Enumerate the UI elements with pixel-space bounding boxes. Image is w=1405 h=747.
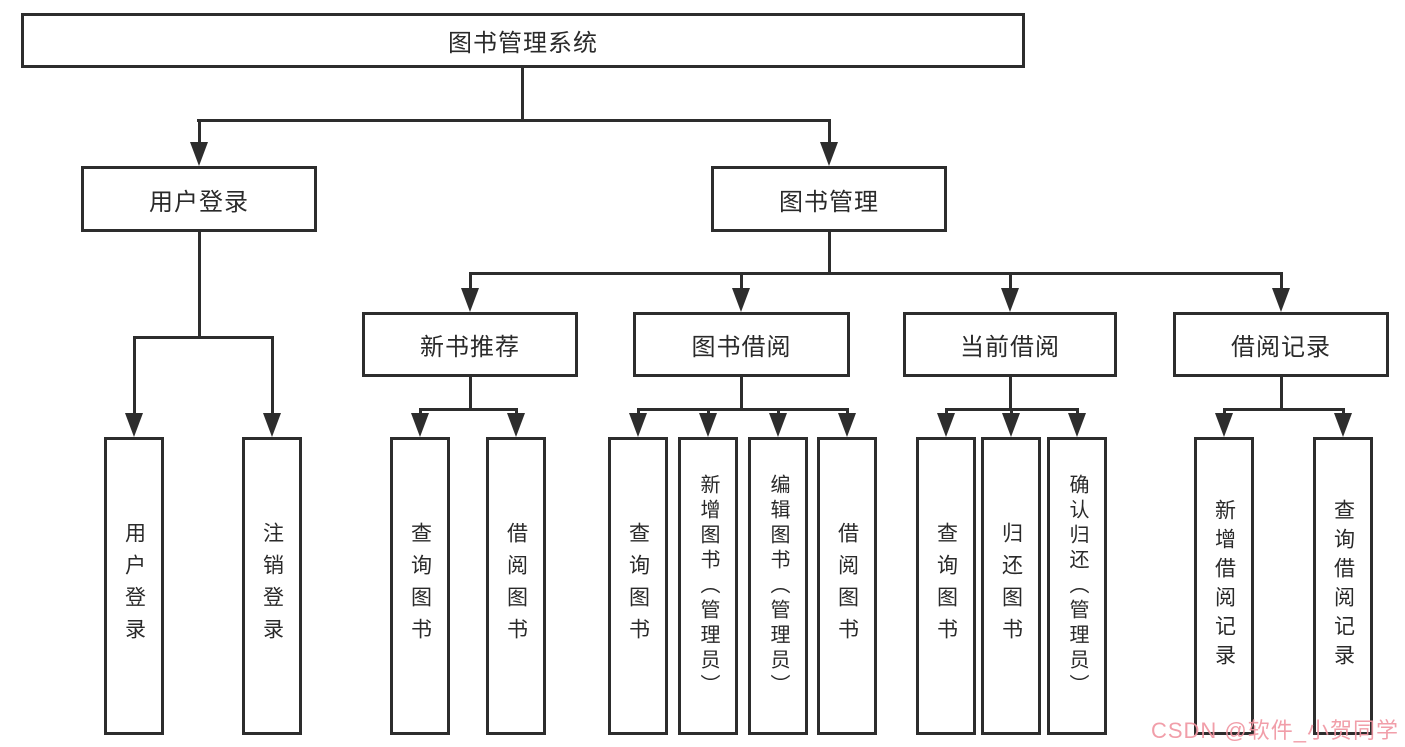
- connector-line: [1076, 408, 1079, 417]
- connector-line: [133, 336, 274, 339]
- arrowhead: [1215, 413, 1233, 437]
- connector-line: [828, 232, 831, 272]
- arrowhead: [838, 413, 856, 437]
- leaf-bb-edit-book-admin-label: 编辑图书（管理员）: [767, 473, 789, 699]
- leaf-nb-borrow-book-label: 借阅图书: [504, 522, 528, 650]
- arrowhead: [629, 413, 647, 437]
- arrowhead: [1334, 413, 1352, 437]
- connector-line: [469, 272, 472, 292]
- arrowhead: [769, 413, 787, 437]
- leaf-bb-add-book-admin-label: 新增图书（管理员）: [697, 473, 719, 699]
- connector-line: [198, 119, 201, 146]
- leaf-nb-query-book-label: 查询图书: [408, 522, 432, 650]
- arrowhead: [507, 413, 525, 437]
- arrowhead: [263, 413, 281, 437]
- node-book-borrow-label: 图书借阅: [691, 334, 792, 361]
- arrowhead: [820, 142, 838, 166]
- arrowhead: [1002, 413, 1020, 437]
- connector-line: [1010, 408, 1013, 417]
- leaf-br-add-record-label: 新增借阅记录: [1212, 499, 1236, 673]
- connector-line: [777, 408, 780, 417]
- leaf-cb-return-book: 归还图书: [981, 437, 1041, 735]
- connector-line: [740, 377, 743, 408]
- connector-line: [1223, 408, 1344, 411]
- connector-line: [1009, 272, 1012, 292]
- leaf-cb-query-book: 查询图书: [916, 437, 976, 735]
- arrowhead: [190, 142, 208, 166]
- connector-line: [133, 336, 136, 417]
- connector-line: [1280, 377, 1283, 408]
- connector-line: [637, 408, 640, 417]
- leaf-bb-edit-book-admin: 编辑图书（管理员）: [748, 437, 808, 735]
- node-current-borrow: 当前借阅: [903, 312, 1117, 377]
- arrowhead: [125, 413, 143, 437]
- connector-line: [1342, 408, 1345, 417]
- connector-line: [271, 336, 274, 417]
- leaf-user-login-label: 用户登录: [122, 522, 146, 650]
- arrowhead: [732, 288, 750, 312]
- node-user-login: 用户登录: [81, 166, 317, 232]
- connector-line: [469, 272, 1282, 275]
- connector-line: [197, 119, 831, 122]
- arrowhead: [461, 288, 479, 312]
- leaf-cb-return-book-label: 归还图书: [999, 522, 1023, 650]
- node-root-label: 图书管理系统: [448, 30, 598, 57]
- node-new-book-recommend-label: 新书推荐: [420, 334, 520, 361]
- leaf-bb-query-book-label: 查询图书: [626, 522, 650, 650]
- leaf-cb-confirm-return-admin: 确认归还（管理员）: [1047, 437, 1107, 735]
- arrowhead: [1068, 413, 1086, 437]
- leaf-logout: 注销登录: [242, 437, 302, 735]
- leaf-nb-query-book: 查询图书: [390, 437, 450, 735]
- connector-line: [846, 408, 849, 417]
- leaf-bb-borrow-book: 借阅图书: [817, 437, 877, 735]
- leaf-cb-query-book-label: 查询图书: [934, 522, 958, 650]
- connector-line: [469, 377, 472, 408]
- node-user-login-label: 用户登录: [149, 188, 249, 216]
- node-current-borrow-label: 当前借阅: [960, 334, 1060, 361]
- connector-line: [419, 408, 518, 411]
- arrowhead: [1272, 288, 1290, 312]
- connector-line: [637, 408, 848, 411]
- node-book-management-label: 图书管理: [779, 188, 879, 216]
- connector-line: [828, 119, 831, 146]
- arrowhead: [411, 413, 429, 437]
- node-new-book-recommend: 新书推荐: [362, 312, 578, 377]
- leaf-logout-label: 注销登录: [260, 522, 284, 650]
- node-borrow-record-label: 借阅记录: [1231, 334, 1331, 361]
- connector-line: [198, 232, 201, 336]
- arrowhead: [1001, 288, 1019, 312]
- connector-line: [945, 408, 948, 417]
- leaf-user-login: 用户登录: [104, 437, 164, 735]
- connector-line: [707, 408, 710, 417]
- arrowhead: [937, 413, 955, 437]
- node-book-borrow: 图书借阅: [633, 312, 850, 377]
- connector-line: [1223, 408, 1226, 417]
- connector-line: [740, 272, 743, 292]
- node-borrow-record: 借阅记录: [1173, 312, 1389, 377]
- leaf-br-query-record-label: 查询借阅记录: [1331, 499, 1355, 673]
- arrowhead: [699, 413, 717, 437]
- leaf-nb-borrow-book: 借阅图书: [486, 437, 546, 735]
- leaf-br-query-record: 查询借阅记录: [1313, 437, 1373, 735]
- connector-line: [419, 408, 422, 417]
- node-root: 图书管理系统: [21, 13, 1025, 68]
- connector-line: [1009, 377, 1012, 408]
- connector-line: [1280, 272, 1283, 292]
- leaf-bb-query-book: 查询图书: [608, 437, 668, 735]
- node-book-management: 图书管理: [711, 166, 947, 232]
- leaf-bb-add-book-admin: 新增图书（管理员）: [678, 437, 738, 735]
- connector-line: [515, 408, 518, 417]
- leaf-cb-confirm-return-admin-label: 确认归还（管理员）: [1066, 473, 1088, 699]
- connector-line: [521, 68, 524, 119]
- leaf-bb-borrow-book-label: 借阅图书: [835, 522, 859, 650]
- leaf-br-add-record: 新增借阅记录: [1194, 437, 1254, 735]
